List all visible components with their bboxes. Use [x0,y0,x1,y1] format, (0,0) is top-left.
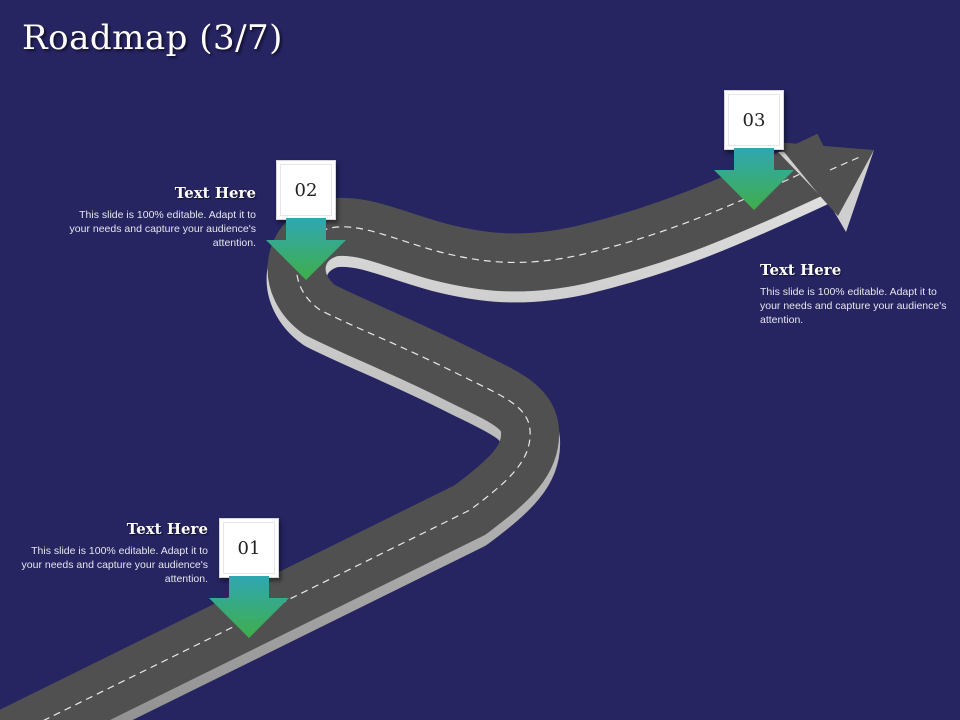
road-arrowhead-line [829,155,863,171]
step-heading: Text Here [760,261,842,279]
step-number-box: 01 [219,518,279,578]
step-number-box: 03 [724,90,784,150]
step-description: This slide is 100% editable. Adapt it to… [760,286,947,326]
page-title: Roadmap (3/7) [22,18,283,58]
step-number-box: 02 [276,160,336,220]
down-arrow-icon [209,576,289,638]
step-description: This slide is 100% editable. Adapt it to… [21,545,208,585]
step-marker-03: 03 [714,90,794,210]
step-heading: Text Here [126,520,208,538]
step-marker-01: 01 [209,518,289,638]
step-text-03: Text Here This slide is 100% editable. A… [760,261,960,327]
step-text-01: Text Here This slide is 100% editable. A… [8,520,208,586]
step-text-02: Text Here This slide is 100% editable. A… [56,184,256,250]
down-arrow-icon [266,218,346,280]
road-arrowhead [776,142,874,216]
step-heading: Text Here [174,184,256,202]
step-description: This slide is 100% editable. Adapt it to… [69,209,256,249]
step-marker-02: 02 [266,160,346,280]
down-arrow-icon [714,148,794,210]
